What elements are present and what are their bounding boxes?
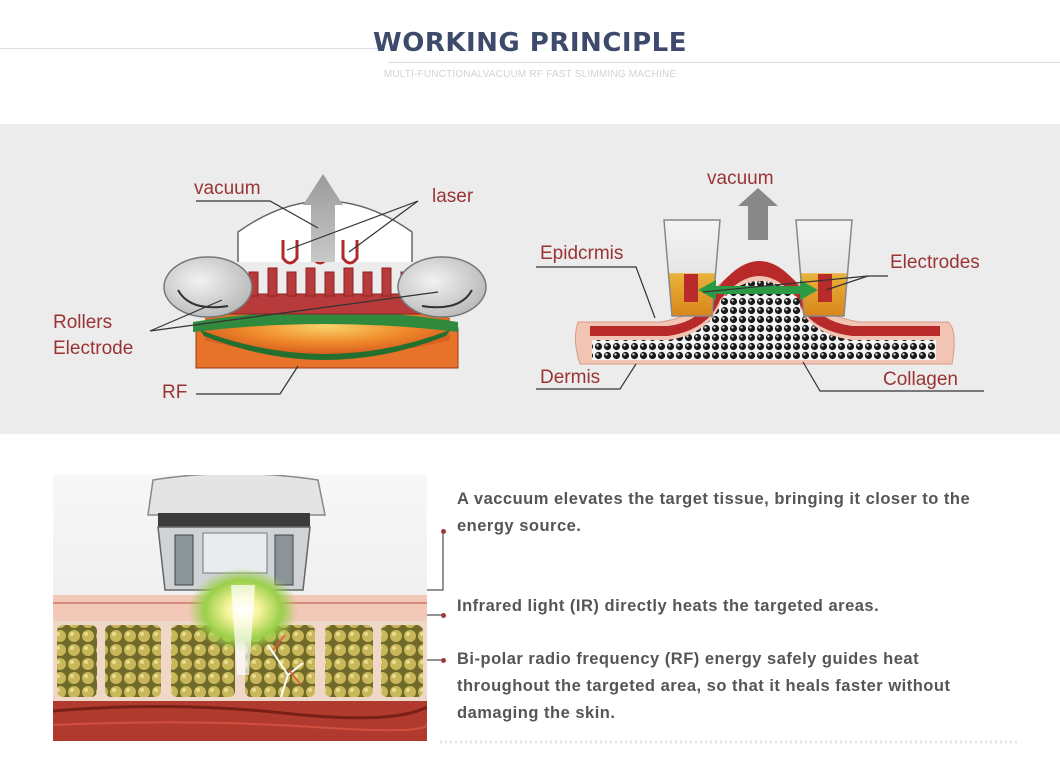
- epidermis-band: [590, 261, 940, 336]
- page-title: WORKING PRINCIPLE: [373, 28, 687, 58]
- bullet-dot: [441, 529, 446, 534]
- label-vacuum-left: vacuum: [194, 178, 261, 199]
- description-vacuum: A vaccuum elevates the target tissue, br…: [457, 490, 971, 535]
- right-leader-lines: [536, 266, 984, 392]
- right-diagram: [536, 188, 984, 392]
- label-epidermis: Epidcrmis: [540, 243, 624, 264]
- label-rollers: Rollers: [53, 312, 113, 333]
- page-subtitle: MULTI-FUNCTIONALVACUUM RF FAST SLIMMING …: [383, 69, 677, 80]
- header-rule-right: [388, 62, 1060, 63]
- bullet-dot: [441, 658, 446, 663]
- vacuum-arrow-icon: [738, 188, 778, 240]
- comb-electrode: [227, 267, 425, 315]
- description-infrared: Infrared light (IR) directly heats the t…: [457, 597, 880, 615]
- description-rf: Bi-polar radio frequency (RF) energy saf…: [457, 650, 951, 722]
- electrode-icon: [684, 274, 698, 302]
- label-rf: RF: [162, 382, 188, 403]
- label-electrodes: Electrodes: [890, 252, 980, 273]
- label-dermis: Dermis: [540, 367, 601, 388]
- rf-double-arrow: [698, 280, 818, 300]
- label-vacuum-right: vacuum: [707, 168, 774, 189]
- electrode-icon: [818, 274, 832, 302]
- header-rule-left: [0, 48, 382, 49]
- label-laser: laser: [432, 186, 474, 207]
- green-arc-bottom: [200, 330, 450, 360]
- device-illustration: [53, 475, 427, 741]
- roller-icon: [397, 256, 487, 318]
- label-collagen: Collagen: [883, 369, 958, 390]
- roller-icon: [163, 256, 253, 318]
- left-leader-lines: [149, 200, 439, 395]
- bullet-dot: [441, 613, 446, 618]
- label-electrode: Electrode: [53, 338, 134, 359]
- left-diagram: [149, 174, 487, 395]
